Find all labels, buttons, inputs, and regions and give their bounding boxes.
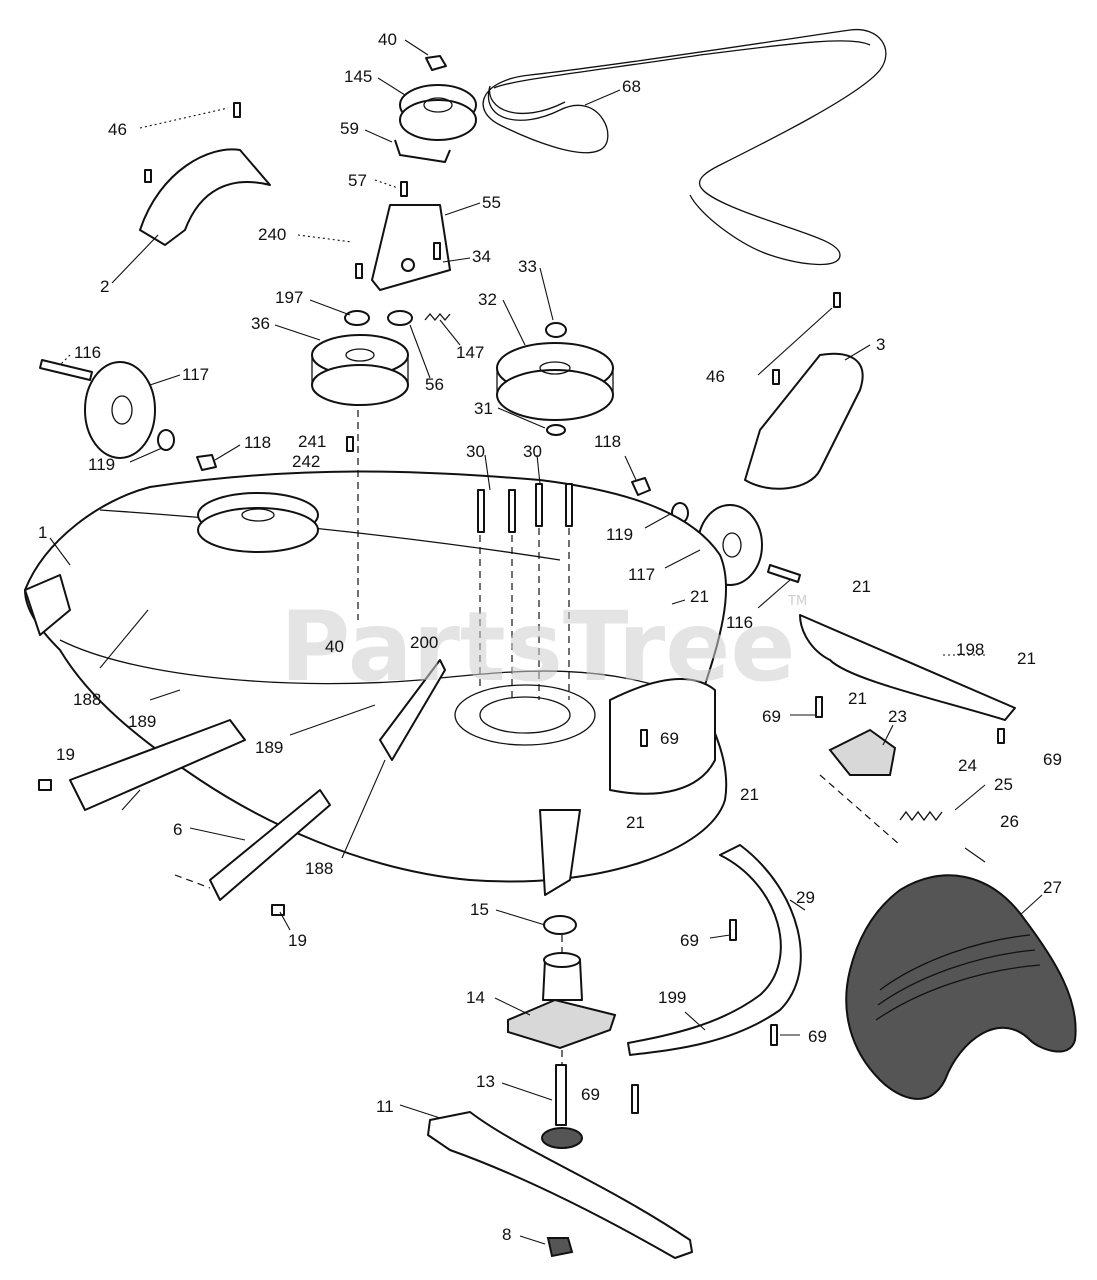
callout-2: 2 [100,277,109,296]
callout-1: 1 [38,523,47,542]
leader-lines [49,39,1043,1245]
callout-40: 40 [378,30,397,49]
callout-6: 6 [173,820,182,839]
part-55-idler-arm [371,204,451,291]
callout-8: 8 [502,1225,511,1244]
part-13-spindle-shaft [555,1064,567,1126]
part-36-pulley [311,334,409,406]
callout-34: 34 [472,247,491,266]
callout-118: 118 [244,433,271,452]
callout-188: 188 [305,859,333,878]
part-11-blade [427,1111,693,1259]
callout-29: 29 [796,888,815,907]
part-23-bracket [828,728,897,776]
part-2-belt-guard [139,148,271,246]
callout-15: 15 [470,900,489,919]
part-6-bracket-lower [209,789,331,901]
callout-labels: 40 145 68 46 59 57 55 2 240 34 33 197 32… [38,30,1062,1244]
callout-119: 119 [606,525,633,544]
part-3-belt-guard [744,352,864,490]
part-145-idler-pulley [394,84,477,163]
callout-31: 31 [474,399,493,418]
part-25-spring [899,810,943,822]
callout-24: 24 [958,756,977,775]
callout-19: 19 [56,745,75,764]
callout-69: 69 [660,729,679,748]
callout-117: 117 [182,365,209,384]
callout-57: 57 [348,171,367,190]
part-40-nut [425,55,447,71]
callout-59: 59 [340,119,359,138]
callout-27: 27 [1043,878,1062,897]
callout-241: 241 [298,432,326,451]
part-117-wheel-left [84,361,156,459]
callout-69: 69 [680,931,699,950]
callout-68: 68 [622,77,641,96]
callout-26: 26 [1000,812,1019,831]
callout-145: 145 [344,67,372,86]
part-147-spring [424,312,451,322]
callout-116: 116 [74,343,101,362]
callout-198: 198 [956,640,984,659]
part-1-mower-deck [24,470,728,883]
bolts [38,102,1005,1114]
callout-197: 197 [275,288,303,307]
part-116-axle-bolt [39,359,93,381]
callout-19: 19 [288,931,307,950]
callout-21: 21 [626,813,645,832]
callout-117: 117 [628,565,655,584]
callout-13: 13 [476,1072,495,1091]
callout-69: 69 [808,1027,827,1046]
callout-189: 189 [128,712,156,731]
callout-33: 33 [518,257,537,276]
part-14-spindle-housing [507,952,617,1050]
callout-21: 21 [852,577,871,596]
callout-199: 199 [658,988,686,1007]
callout-118: 118 [594,432,621,451]
part-15-bearing [543,915,577,935]
part-68-belt [482,28,887,266]
part-32-pulley [496,342,614,421]
callout-11: 11 [376,1097,394,1116]
callout-240: 240 [258,225,286,244]
callout-23: 23 [888,707,907,726]
callout-116: 116 [726,613,753,632]
part-27-discharge-chute [845,874,1077,1100]
watermark: PartsTree [280,591,795,703]
part-199-skid [627,844,802,1056]
callout-46: 46 [706,367,725,386]
callout-69: 69 [762,707,781,726]
callout-69: 69 [1043,750,1062,769]
callout-200: 200 [410,633,438,652]
callout-69: 69 [581,1085,600,1104]
callout-21: 21 [1017,649,1036,668]
callout-188: 188 [73,690,101,709]
callout-30: 30 [466,442,485,461]
callout-46: 46 [108,120,127,139]
callout-21: 21 [848,689,867,708]
callout-3: 3 [876,335,885,354]
part-198-skid [799,614,1016,721]
callout-56: 56 [425,375,444,394]
callout-242: 242 [292,452,320,471]
callout-189: 189 [255,738,283,757]
callout-36: 36 [251,314,270,333]
callout-21: 21 [740,785,759,804]
callout-25: 25 [994,775,1013,794]
callout-119: 119 [88,455,115,474]
watermark-tm: TM [787,594,807,609]
callout-21: 21 [690,587,709,606]
part-8-nut [546,1237,574,1258]
callout-147: 147 [456,343,484,362]
callout-55: 55 [482,193,501,212]
callout-30: 30 [523,442,542,461]
callout-14: 14 [466,988,485,1007]
callout-32: 32 [478,290,497,309]
callout-40: 40 [325,637,344,656]
part-6-bracket-upper [69,719,246,811]
parts-artwork [24,28,1077,1259]
